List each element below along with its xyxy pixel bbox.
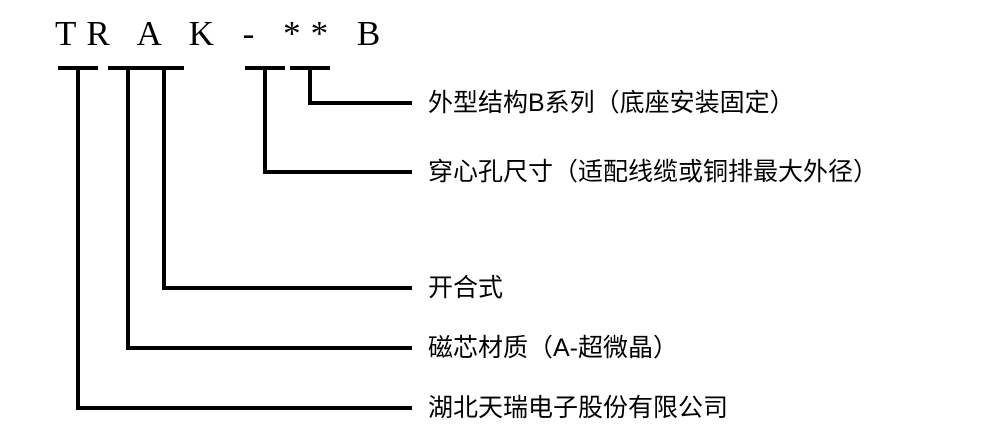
leader-path-2	[162, 68, 412, 290]
leader-line-2	[144, 66, 412, 290]
leader-path-3	[126, 68, 412, 350]
leader-path-1	[263, 68, 412, 174]
leader-line-3	[108, 66, 412, 350]
leader-line-0	[290, 66, 412, 105]
leader-line-4	[58, 66, 412, 410]
leader-path-0	[308, 68, 412, 105]
callout-label-split-core: 开合式	[428, 274, 504, 302]
leader-path-4	[76, 68, 412, 410]
callout-label-manufacturer: 湖北天瑞电子股份有限公司	[428, 394, 729, 422]
model-code-text: TR A K - ** B	[55, 14, 391, 53]
callout-label-core-material: 磁芯材质（A-超微晶）	[428, 334, 679, 362]
leader-line-1	[245, 66, 412, 174]
callout-label-aperture-size: 穿心孔尺寸（适配线缆或铜排最大外径）	[428, 158, 879, 186]
callout-label-outer-structure: 外型结构B系列（底座安装固定）	[428, 89, 795, 117]
